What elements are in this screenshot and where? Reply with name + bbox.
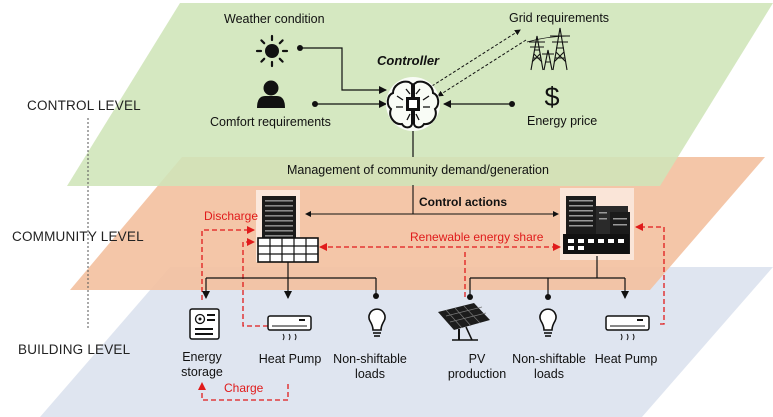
person-icon (257, 80, 285, 108)
energy-storage-label-line2: storage (181, 365, 223, 379)
grid-requirements-label: Grid requirements (509, 11, 610, 25)
comfort-requirements-label: Comfort requirements (210, 115, 331, 129)
battery-storage-icon (189, 308, 220, 340)
pv-label-line2: production (447, 367, 507, 381)
office-building-icon (256, 190, 319, 263)
loads-left-label-line2: loads (355, 367, 385, 381)
building-level-label: BUILDING LEVEL (18, 342, 131, 357)
loads-right-label-line2: loads (534, 367, 564, 381)
discharge-label: Discharge (204, 209, 259, 223)
sun-icon (255, 34, 289, 68)
control-level-label: CONTROL LEVEL (27, 98, 141, 113)
air-conditioner-icon (267, 315, 312, 341)
office-building-icon (560, 188, 634, 260)
energy-storage-label-line1: Energy (182, 350, 222, 364)
dollar-icon: $ (544, 82, 559, 112)
loads-right-label-line1: Non-shiftable (512, 352, 586, 366)
transmission-tower-icon (526, 27, 571, 71)
charge-label: Charge (224, 381, 264, 395)
air-conditioner-icon (605, 315, 650, 341)
heat-pump-right-label: Heat Pump (594, 352, 658, 366)
controller-label: Controller (377, 53, 440, 68)
management-label: Management of community demand/generatio… (287, 163, 549, 177)
light-bulb-icon (368, 308, 386, 337)
building-level-plane (40, 267, 773, 417)
control-actions-label: Control actions (419, 195, 508, 209)
solar-panel-icon (438, 303, 490, 341)
community-level-label: COMMUNITY LEVEL (12, 229, 144, 244)
pv-label-line1: PV (468, 352, 486, 366)
heat-pump-left-label: Heat Pump (258, 352, 322, 366)
light-bulb-icon (539, 308, 557, 337)
renewable-share-label: Renewable energy share (410, 230, 544, 244)
energy-price-label: Energy price (527, 114, 598, 128)
brain-chip-icon (386, 77, 440, 131)
loads-left-label-line1: Non-shiftable (333, 352, 407, 366)
weather-condition-label: Weather condition (224, 12, 325, 26)
